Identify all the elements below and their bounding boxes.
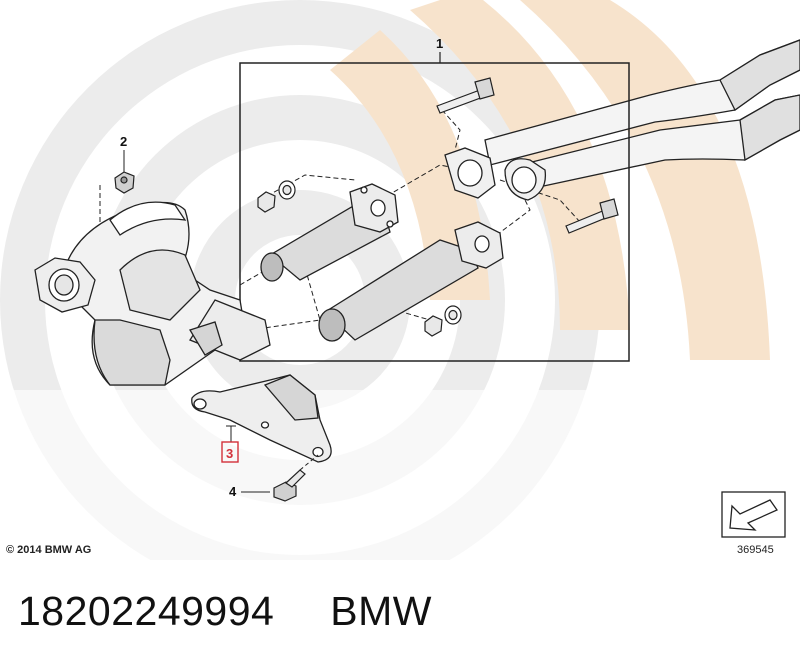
callout-3-highlight-box (221, 441, 239, 463)
callout-3[interactable]: 3 (226, 446, 233, 461)
callout-4: 4 (229, 484, 237, 499)
kit-frame-item-1 (239, 52, 630, 362)
intermediate-pipe-upper (260, 183, 399, 282)
parts-diagram: 1 2 3 4 © 2014 BMW AG 369545 (0, 0, 800, 560)
nut-washer-upper (257, 180, 296, 213)
flange-clamps (444, 147, 547, 201)
bracket-item-3 (191, 374, 332, 463)
part-number: 18202249994 (18, 588, 275, 634)
arrow-navigation-icon[interactable] (721, 491, 786, 538)
part-brand: BMW (330, 588, 432, 634)
bolt-top (436, 77, 495, 114)
copyright-text: © 2014 BMW AG (6, 544, 91, 556)
catalytic-converter (34, 201, 271, 386)
callout-2: 2 (120, 134, 127, 149)
figure-number: 369545 (737, 544, 774, 556)
bolt-right (565, 198, 619, 234)
part-caption: 18202249994 BMW (18, 588, 432, 648)
intermediate-pipe-lower (318, 221, 504, 342)
callout-1: 1 (436, 36, 443, 51)
rear-exhaust-pipes (484, 39, 800, 191)
bolt-item-4 (273, 469, 306, 502)
nut-washer-lower (424, 305, 462, 337)
